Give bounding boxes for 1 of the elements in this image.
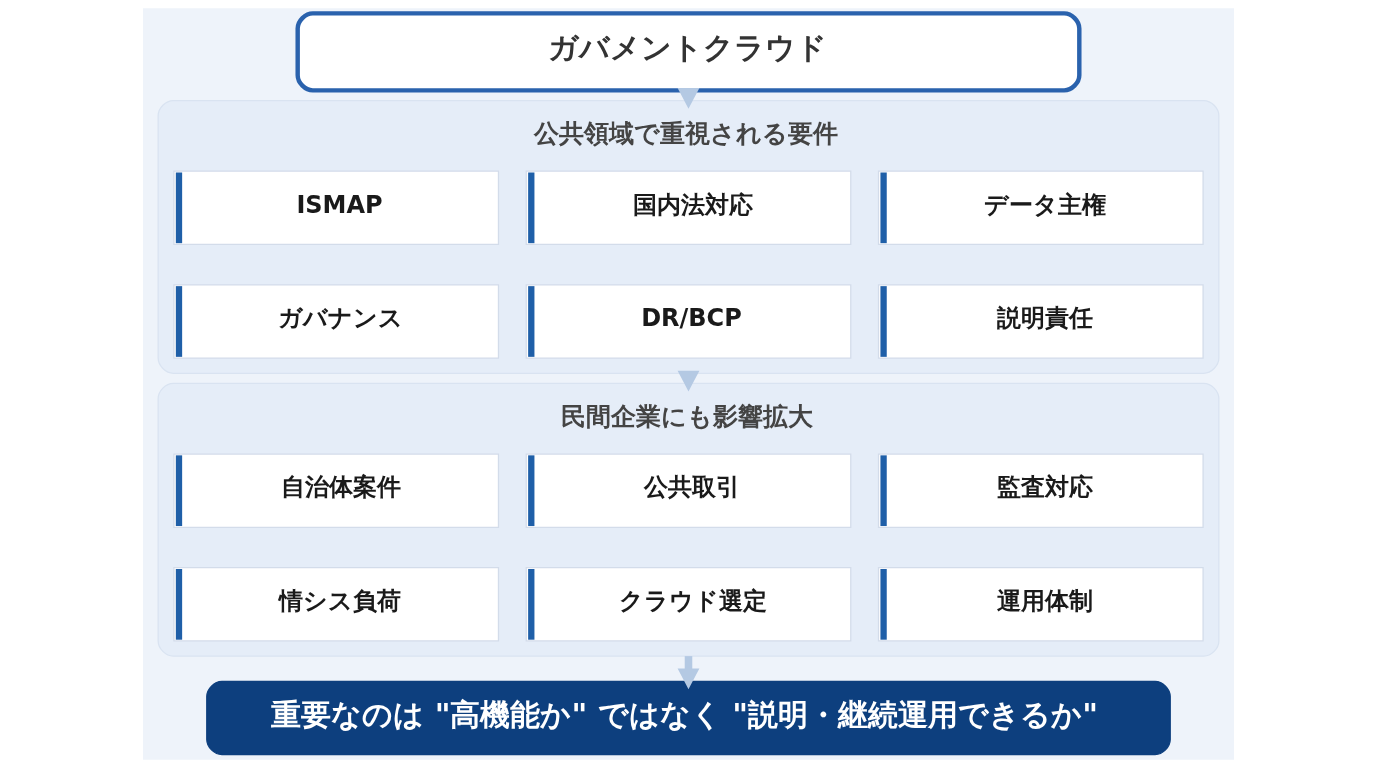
node-box: 重要なのは "高機能か" ではなく "説明・継続運用できるか": [205, 680, 1171, 756]
